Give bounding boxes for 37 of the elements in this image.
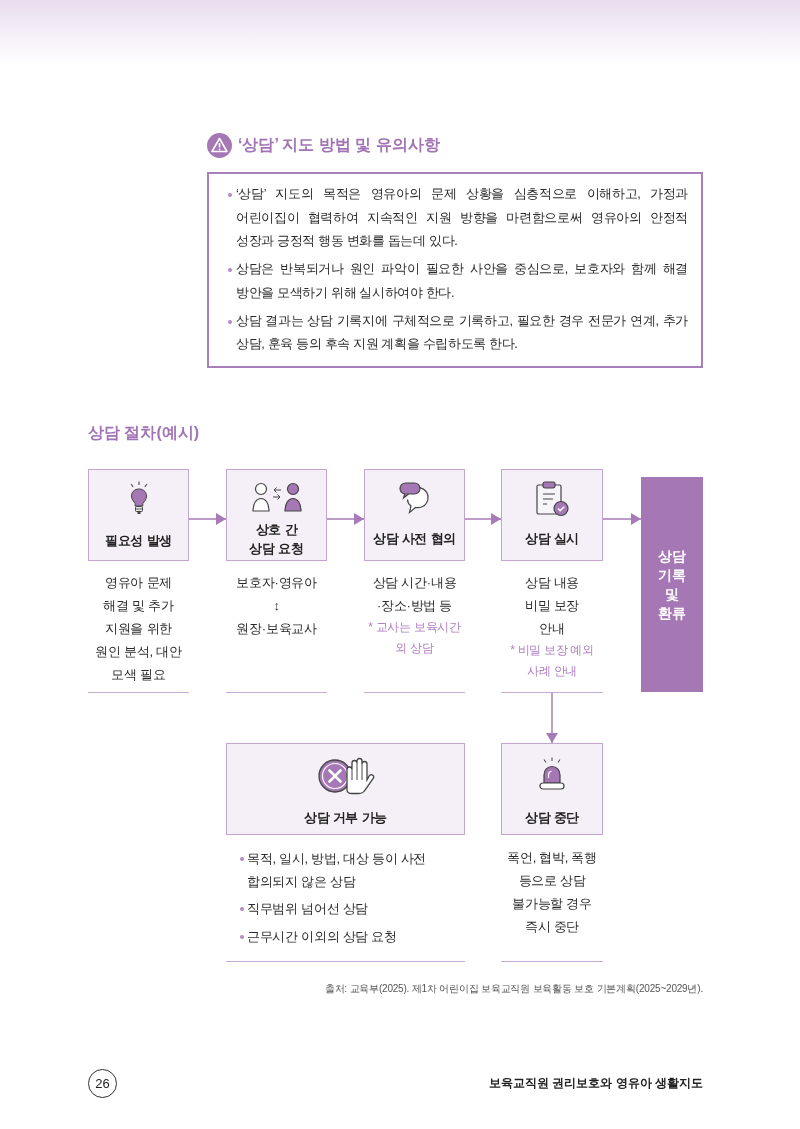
outcome-band bbox=[641, 477, 703, 692]
process-step bbox=[364, 469, 465, 693]
footnote-text: * 교사는 보육시간 외 상담 bbox=[367, 619, 462, 657]
footer-title: 보육교직원 권리보호와 영유아 생활지도 bbox=[489, 1075, 703, 1091]
step-title: 상담 사전 협의 bbox=[372, 530, 457, 548]
bullet-item: 목적, 일시, 방법, 대상 등이 사전 합의되지 않은 상담 bbox=[238, 848, 465, 893]
process-step bbox=[501, 469, 603, 693]
section-heading: ‘상담’ 지도 방법 및 유의사항 bbox=[238, 135, 440, 155]
process-step bbox=[226, 743, 465, 962]
step-description: 폭언, 협박, 폭행 등으로 상담 불가능할 경우 즉시 중단 bbox=[506, 849, 598, 936]
flow-arrow bbox=[602, 513, 642, 525]
step-title: 상담 중단 bbox=[523, 809, 581, 827]
step-description: 보호자·영유아 ↕ 원장·보육교사 bbox=[235, 574, 318, 638]
step-title: 상호 간 상담 요청 bbox=[248, 521, 305, 558]
flow-arrow bbox=[326, 513, 365, 525]
step-title: 필요성 발생 bbox=[104, 532, 173, 550]
flow-arrow bbox=[464, 513, 502, 525]
process-step bbox=[88, 469, 189, 693]
notice-bullet: 상담 결과는 상담 기록지에 구체적으로 기록하고, 필요한 경우 전문가 연계, 추가 상담, 훈육 등의 후속 지원 계획을 수립하도록 한다. bbox=[226, 309, 688, 357]
step-description: 영유아 문제 해결 및 추가 지원을 위한 원인 분석, 대안 모색 필요 bbox=[94, 574, 183, 684]
footnote-text: * 비밀 보장 예외 사례 안내 bbox=[509, 642, 595, 680]
flow-arrow bbox=[546, 692, 558, 744]
step-description: 상담 시간·내용 ·장소·방법 등 bbox=[371, 574, 458, 615]
process-step bbox=[501, 743, 603, 962]
notice-bullet: ‘상담’ 지도의 목적은 영유아의 문제 상황을 심층적으로 이해하고, 가정과 어린이집이 협력하여 지속적인 지원 방향을 마련함으로써 영유아의 안정적 성장과 긍정적 행동 변화를 돕는데 있다. bbox=[226, 183, 688, 254]
bullet-item: 직무범위 넘어선 상담 bbox=[238, 898, 465, 921]
band-text: 상담 기록 및 환류 bbox=[657, 546, 687, 623]
step-description: 상담 내용 비밀 보장 안내 bbox=[523, 574, 581, 638]
process-step bbox=[226, 469, 327, 693]
section-title: 상담 절차(예시) bbox=[88, 423, 200, 443]
flow-arrow bbox=[188, 513, 227, 525]
step-title: 상담 실시 bbox=[523, 530, 581, 548]
step-title: 상담 거부 가능 bbox=[303, 809, 388, 827]
notice-box bbox=[207, 172, 703, 368]
source-note: 출처: 교육부(2025). 제1차 어린이집 보육교직원 보육활동 보호 기본계획(2025~2029년). bbox=[324, 982, 703, 996]
notice-bullet: 상담은 반복되거나 원인 파악이 필요한 사안을 중심으로, 보호자와 함께 해결 방안을 모색하기 위해 실시하여야 한다. bbox=[226, 258, 688, 305]
bullet-item: 근무시간 이외의 상담 요청 bbox=[238, 925, 465, 948]
